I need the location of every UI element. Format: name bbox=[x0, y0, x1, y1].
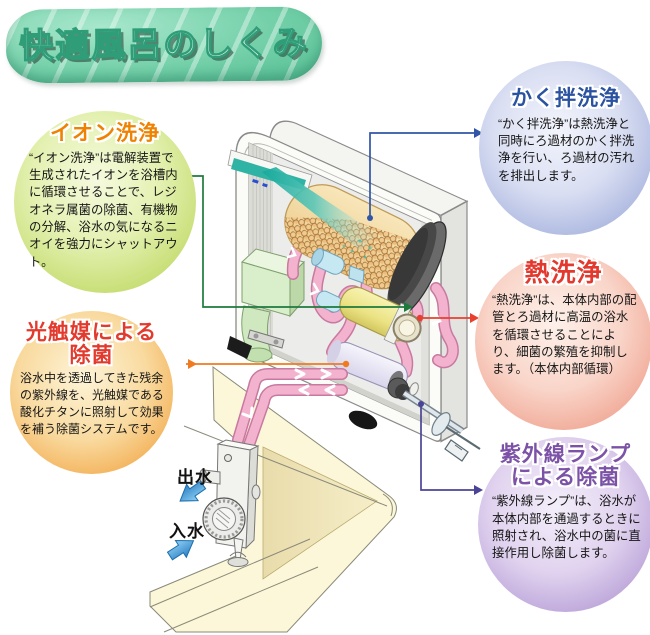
callout-heat-cleaning: 熱洗浄 “熱洗浄”は、本体内部の配管とろ過材に高温の浴水を循環させることにより、… bbox=[475, 253, 650, 430]
unit-feet bbox=[227, 336, 378, 430]
callout-agitation-body: “かく拌洗浄”は熱洗浄と同時にろ過材のかく拌洗浄を行い、ろ過材の汚れを排出します… bbox=[498, 116, 635, 183]
suction-cup bbox=[227, 551, 249, 567]
callout-agitation-cleaning: かく拌洗浄 “かく拌洗浄”は熱洗浄と同時にろ過材のかく拌洗浄を行い、ろ過材の汚れ… bbox=[479, 61, 650, 235]
page-title: 快適風呂のしくみ bbox=[18, 24, 309, 66]
callout-photocatalyst-body: 浴水中を透過してきた残余の紫外線を、光触媒である酸化チタンに照射して効果を補う除… bbox=[20, 371, 164, 436]
water-in-label: 入水 bbox=[169, 522, 205, 541]
tank-cap bbox=[387, 221, 447, 318]
lamp-key bbox=[444, 439, 469, 462]
callout-ion-cleaning: イオン洗浄 “イオン洗浄”は電解装置で生成されたイオンを浴槽内に循環させることで… bbox=[14, 111, 196, 293]
tub-adapter bbox=[199, 439, 261, 567]
connector-agitation-line bbox=[367, 128, 483, 221]
callout-uv-lamp-sterilization: 紫外線ランプ による除菌 “紫外線ランプ”は、浴水が本体内部を通過するときに照射… bbox=[478, 437, 650, 612]
bathtub bbox=[149, 366, 397, 633]
callout-photocatalyst-sterilization: 光触媒による 除菌 浴水中を透過してきた残余の紫外線を、光触媒である酸化チタンに… bbox=[10, 311, 173, 474]
strainer-disc bbox=[202, 497, 246, 541]
callout-photocatalyst-title: 光触媒による 除菌 bbox=[25, 321, 158, 367]
callout-heat-title: 熱洗浄 bbox=[524, 259, 603, 287]
callout-ion-body: “イオン洗浄”は電解装置で生成されたイオンを浴槽内に循環させることで、レジオネラ… bbox=[29, 150, 178, 269]
callout-heat-body: “熱洗浄”は、本体内部の配管とろ過材に高温の浴水を循環させることにより、細菌の繁… bbox=[492, 293, 637, 377]
connector-heat-line bbox=[416, 313, 479, 323]
water-out-label: 出水 bbox=[177, 468, 213, 487]
callout-agitation-title: かく拌洗浄 bbox=[511, 87, 621, 110]
connector-uv-line bbox=[418, 401, 483, 495]
title-banner: 快適風呂のしくみ bbox=[5, 6, 323, 84]
uv-beam bbox=[262, 167, 378, 259]
callout-uv-title: 紫外線ランプ による除菌 bbox=[499, 443, 632, 489]
callout-ion-title: イオン洗浄 bbox=[50, 122, 160, 145]
photocatalyst-cylinder bbox=[326, 339, 408, 391]
connector-photocatalyst-line bbox=[186, 359, 350, 369]
uv-lamp-rod bbox=[387, 370, 481, 462]
external-pipes bbox=[232, 368, 348, 454]
callout-uv-body: “紫外線ランプ”は、浴水が本体内部を通過するときに照射され、浴水中の菌に直接作用… bbox=[492, 494, 641, 561]
heater-unit bbox=[339, 286, 422, 345]
